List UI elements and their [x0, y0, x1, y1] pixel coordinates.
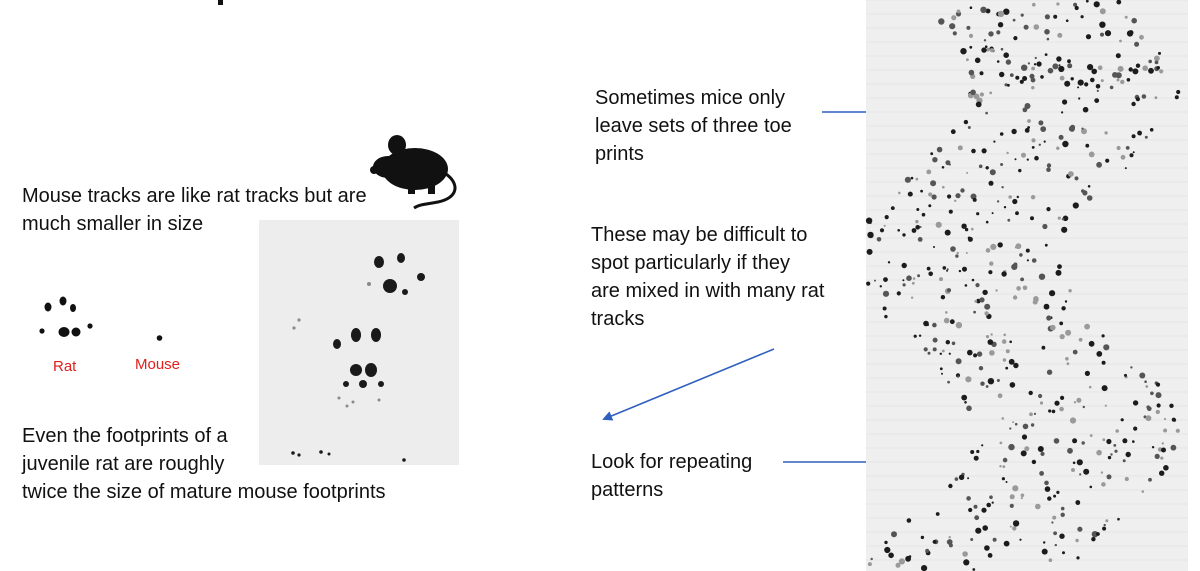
track-strip-photo: [865, 0, 1188, 571]
mouse-footprint-icon: [156, 335, 163, 341]
rat-footprint-icon: [39, 296, 93, 337]
arrow-toward-tracks: [602, 348, 775, 421]
mouse-vs-rat-intro: Mouse tracks are like rat tracks but are…: [22, 185, 367, 235]
title-fragment: [218, 0, 223, 5]
three-toe-prints-note: Sometimes mice only leave sets of three …: [595, 87, 792, 165]
repeating-patterns-note: Look for repeating patterns: [591, 451, 753, 501]
mouse-silhouette-icon: [370, 135, 457, 210]
mouse-label: Mouse: [135, 356, 181, 373]
track-sample-photo: [259, 220, 459, 465]
difficult-to-spot-note: These may be difficult to spot particula…: [591, 224, 825, 330]
rat-label: Rat: [53, 358, 77, 375]
juvenile-rat-note: Even the footprints of a juvenile rat ar…: [22, 425, 386, 503]
